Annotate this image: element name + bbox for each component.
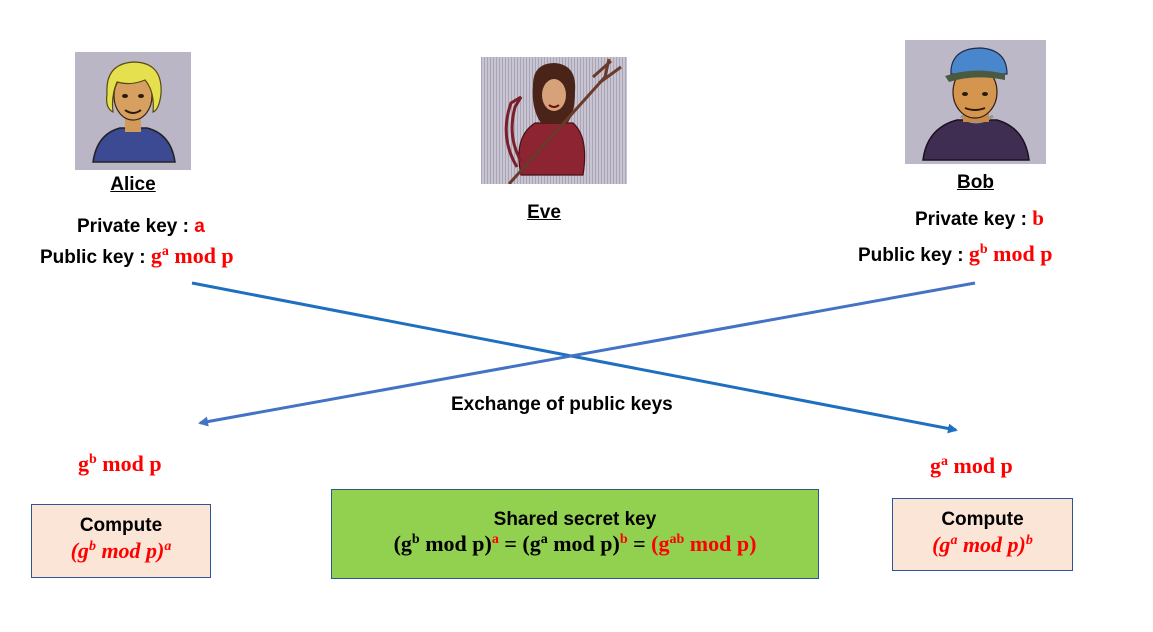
bob-compute-mid: mod p): [957, 532, 1026, 557]
alice-compute-box: Compute (gb mod p)a: [31, 504, 211, 578]
shared-part2-inner-exp: a: [540, 532, 548, 547]
shared-result-rest: mod p): [684, 531, 757, 556]
arrow-bob-to-alice: [198, 281, 976, 427]
shared-part2-open: (g: [522, 531, 541, 556]
alice-compute-open: (g: [70, 538, 89, 563]
eve-name: Eve: [527, 202, 561, 223]
bob-received-base: g: [930, 453, 941, 478]
bob-received-rest: mod p: [948, 453, 1013, 478]
alice-received-exp: b: [89, 452, 97, 467]
eve-portrait: [481, 57, 627, 184]
bob-compute-open: (g: [932, 532, 951, 557]
bob-name: Bob: [957, 172, 994, 193]
shared-part2-mid: mod p): [547, 531, 620, 556]
bob-private-key: Private key : b: [915, 206, 1044, 231]
bob-public-key-exp: b: [979, 242, 988, 257]
shared-result-open: (g: [651, 531, 670, 556]
shared-part1-inner-exp: b: [411, 532, 420, 547]
bob-received-exp: a: [941, 454, 948, 469]
alice-received-base: g: [78, 451, 89, 476]
alice-compute-outer-exp: a: [164, 539, 172, 554]
alice-received-key: gb mod p: [78, 451, 162, 477]
shared-equals-2: =: [627, 531, 652, 556]
alice-public-key-value: ga mod p: [151, 243, 234, 268]
shared-part2-outer-exp: b: [619, 532, 628, 547]
bob-private-key-label: Private key :: [915, 209, 1033, 230]
bob-public-key-value: gb mod p: [969, 241, 1053, 266]
shared-secret-title: Shared secret key: [493, 509, 657, 530]
alice-public-key-base: g: [150, 243, 162, 268]
alice-portrait: [75, 52, 191, 170]
shared-part1-outer-exp: a: [491, 532, 499, 547]
shared-result: (gab mod p): [651, 531, 756, 556]
bob-public-key: Public key : gb mod p: [858, 241, 1052, 267]
shared-secret-box: Shared secret key (gb mod p)a = (ga mod …: [331, 489, 819, 579]
alice-received-rest: mod p: [96, 451, 162, 476]
shared-part1-mid: mod p): [419, 531, 492, 556]
alice-public-key: Public key : ga mod p: [40, 243, 234, 269]
bob-compute-title: Compute: [941, 509, 1024, 530]
alice-private-key-value: a: [194, 216, 205, 237]
alice-compute-formula: (gb mod p)a: [32, 538, 210, 564]
alice-private-key-label: Private key :: [77, 216, 195, 237]
alice-name: Alice: [110, 174, 156, 195]
exchange-label: Exchange of public keys: [451, 394, 673, 415]
bob-private-key-value: b: [1032, 206, 1044, 230]
bob-portrait: [905, 40, 1046, 164]
alice-public-key-label: Public key :: [40, 247, 151, 268]
bob-compute-outer-exp: b: [1025, 533, 1033, 548]
bob-received-key: ga mod p: [930, 453, 1013, 479]
alice-portrait-icon: [75, 52, 191, 170]
shared-result-exp: ab: [669, 532, 685, 547]
alice-compute-title: Compute: [79, 515, 163, 536]
alice-public-key-exp: a: [161, 244, 169, 259]
alice-public-key-rest: mod p: [168, 243, 234, 268]
alice-compute-mid: mod p): [95, 538, 165, 563]
eve-portrait-icon: [481, 57, 627, 184]
alice-private-key: Private key : a: [77, 216, 205, 238]
shared-equals-1: =: [498, 531, 523, 556]
shared-part1-open: (g: [393, 531, 412, 556]
bob-public-key-base: g: [968, 241, 980, 266]
shared-secret-formula: (gb mod p)a = (ga mod p)b = (gab mod p): [332, 531, 818, 557]
bob-compute-inner-exp: a: [950, 533, 958, 548]
bob-public-key-label: Public key :: [858, 245, 969, 266]
bob-portrait-icon: [905, 40, 1046, 164]
alice-compute-inner-exp: b: [88, 539, 96, 554]
bob-public-key-rest: mod p: [987, 241, 1053, 266]
bob-compute-box: Compute (ga mod p)b: [892, 498, 1073, 571]
bob-compute-formula: (ga mod p)b: [893, 532, 1072, 558]
